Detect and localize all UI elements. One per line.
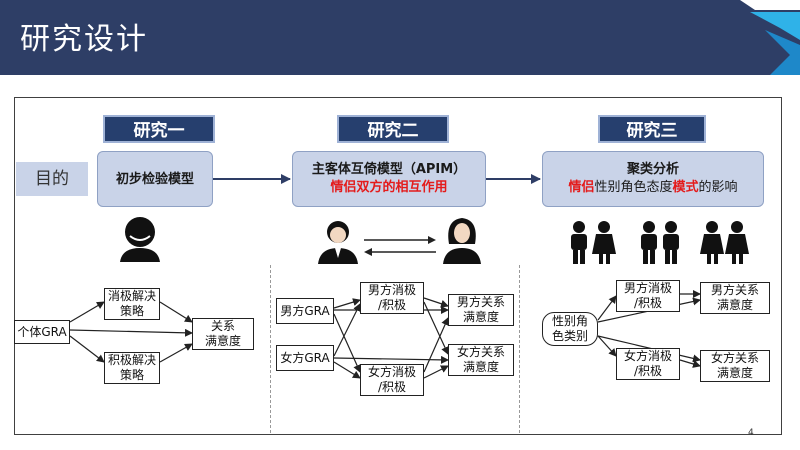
d2-female-gra-node: 女方GRA <box>276 345 334 371</box>
couple-icon-1 <box>571 221 616 264</box>
male-person-icon <box>318 221 358 264</box>
d2-male-outcome-node: 男方关系 满意度 <box>448 294 514 326</box>
d2-male-strategy-node: 男方消极 /积极 <box>360 282 424 314</box>
couple-icon-3 <box>700 221 749 264</box>
study1-purpose-text: 初步检验模型 <box>115 172 194 187</box>
study2-label: 研究二 <box>337 115 449 143</box>
study3-purpose-line2: 情侣性别角色态度模式的影响 <box>543 179 763 197</box>
female-person-icon <box>443 218 481 264</box>
d1-source-node: 个体GRA <box>14 320 70 344</box>
study3-purpose: 聚类分析 情侣性别角色态度模式的影响 <box>542 151 764 207</box>
section-divider-2 <box>519 265 520 433</box>
study2-purpose: 主客体互倚模型（APIM） 情侣双方的相互作用 <box>292 151 486 207</box>
study3-purpose-part-d: 的影响 <box>698 180 738 195</box>
single-person-icon <box>120 217 160 262</box>
study2-purpose-line1: 主客体互倚模型（APIM） <box>311 162 467 177</box>
d3-female-strategy-node: 女方消极 /积极 <box>616 348 680 380</box>
study3-purpose-part-b: 性别角色态度 <box>594 180 673 195</box>
study1-label: 研究一 <box>103 115 215 143</box>
study3-label: 研究三 <box>598 115 706 143</box>
d1-negative-strategy-node: 消极解决 策略 <box>104 288 160 320</box>
d1-outcome-node: 关系 满意度 <box>192 318 254 350</box>
study3-purpose-part-c: 模式 <box>672 180 699 195</box>
study1-purpose: 初步检验模型 <box>97 151 213 207</box>
logo-swoosh-icon <box>740 0 800 75</box>
slide-header: 研究设计 <box>0 0 800 75</box>
slide-title: 研究设计 <box>20 22 148 57</box>
d2-male-gra-node: 男方GRA <box>276 298 334 324</box>
page-number: 4 <box>748 428 754 438</box>
study3-purpose-part-a: 情侣 <box>568 180 595 195</box>
d1-positive-strategy-node: 积极解决 策略 <box>104 352 160 384</box>
d3-male-strategy-node: 男方消极 /积极 <box>616 280 680 312</box>
mutual-arrows-icon <box>364 236 436 256</box>
content-frame <box>14 97 782 435</box>
purpose-row-label: 目的 <box>16 162 88 196</box>
couple-icon-2 <box>641 221 679 264</box>
d3-female-outcome-node: 女方关系 满意度 <box>700 350 770 382</box>
d3-male-outcome-node: 男方关系 满意度 <box>700 282 770 314</box>
study3-purpose-line1: 聚类分析 <box>626 162 679 177</box>
section-divider-1 <box>270 265 271 433</box>
d2-female-outcome-node: 女方关系 满意度 <box>448 344 514 376</box>
d3-source-node: 性别角 色类别 <box>542 312 598 346</box>
d2-female-strategy-node: 女方消极 /积极 <box>360 364 424 396</box>
study2-purpose-line2: 情侣双方的相互作用 <box>330 180 448 195</box>
